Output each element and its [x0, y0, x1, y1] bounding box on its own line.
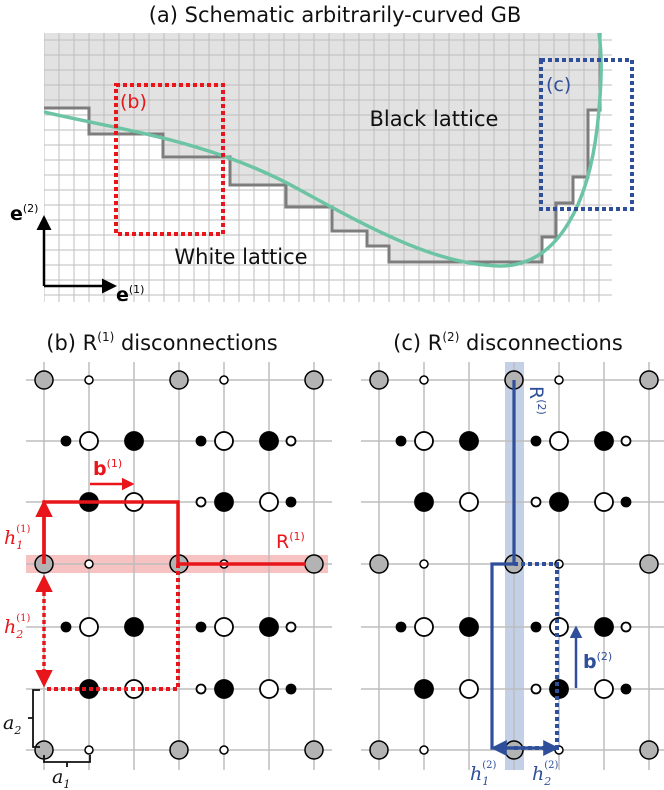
- small-open-site: [84, 745, 94, 755]
- coincidence-site: [304, 554, 324, 574]
- open-atom: [414, 617, 434, 637]
- curved-grain-boundary: [44, 33, 603, 268]
- open-atom: [620, 435, 632, 447]
- filled-atom: [414, 679, 434, 699]
- open-atom: [214, 431, 234, 451]
- filled-atom: [195, 621, 207, 633]
- black-lattice-label: Black lattice: [370, 107, 499, 131]
- h1-label-b: h1(1): [4, 524, 31, 552]
- h1-label-c: h1(2): [470, 760, 497, 788]
- small-open-site: [419, 375, 429, 385]
- filled-atom: [259, 617, 279, 637]
- a2-label: a2: [3, 712, 21, 737]
- coincidence-site: [639, 740, 659, 760]
- panel-a: (a) Schematic arbitrarily-curved GB (b) …: [10, 3, 634, 306]
- filled-atom: [124, 431, 144, 451]
- small-open-site: [554, 375, 564, 385]
- open-atom: [459, 679, 479, 699]
- coincidence-site: [639, 370, 659, 390]
- filled-atom: [620, 683, 632, 695]
- open-atom: [530, 683, 542, 695]
- filled-atom: [285, 496, 297, 508]
- coincidence-site: [304, 370, 324, 390]
- filled-atom: [620, 496, 632, 508]
- open-atom: [79, 617, 99, 637]
- filled-atom: [594, 617, 614, 637]
- open-atom: [195, 496, 207, 508]
- open-atom: [285, 621, 297, 633]
- a2-bracket: [28, 689, 40, 748]
- small-open-site: [219, 745, 229, 755]
- open-atom: [259, 679, 279, 699]
- panel-a-title: (a) Schematic arbitrarily-curved GB: [149, 3, 522, 27]
- burgers-label-c: b(2): [583, 650, 612, 673]
- h2-label-c: h2(2): [532, 760, 559, 788]
- open-atom: [285, 435, 297, 447]
- atoms-b: [34, 370, 324, 760]
- small-open-site: [419, 559, 429, 569]
- coincidence-site: [639, 554, 659, 574]
- filled-atom: [549, 492, 569, 512]
- filled-atom: [214, 679, 234, 699]
- filled-atom: [195, 435, 207, 447]
- a1-bracket: [43, 755, 91, 767]
- open-atom: [195, 683, 207, 695]
- box-b-label: (b): [120, 91, 147, 113]
- filled-atom: [530, 621, 542, 633]
- stepped-boundary: [44, 33, 602, 264]
- filled-atom: [459, 617, 479, 637]
- open-atom: [620, 621, 632, 633]
- coincidence-site: [369, 554, 389, 574]
- open-atom: [530, 496, 542, 508]
- filled-atom: [594, 431, 614, 451]
- small-open-site: [84, 375, 94, 385]
- filled-atom: [530, 435, 542, 447]
- box-c: [539, 58, 634, 211]
- filled-atom: [60, 621, 72, 633]
- panel-c: (c) R(2) disconnections R(2) b(2) h1(2) …: [361, 330, 664, 788]
- filled-atom: [285, 683, 297, 695]
- filled-atom: [259, 431, 279, 451]
- coincidence-site: [369, 740, 389, 760]
- filled-atom: [124, 617, 144, 637]
- open-atom: [594, 492, 614, 512]
- coincidence-site: [169, 740, 189, 760]
- filled-atom: [459, 431, 479, 451]
- filled-atom: [414, 492, 434, 512]
- burgers-label-b: b(1): [93, 457, 122, 480]
- box-b: [114, 83, 225, 236]
- step-label-c: R(2): [525, 386, 548, 415]
- filled-atom: [60, 435, 72, 447]
- a1-label: a1: [52, 766, 70, 790]
- small-open-site: [219, 375, 229, 385]
- open-atom: [259, 492, 279, 512]
- white-lattice-label: White lattice: [174, 245, 307, 269]
- open-atom: [214, 617, 234, 637]
- filled-atom: [395, 435, 407, 447]
- open-atom: [459, 492, 479, 512]
- e1-label: e(1): [116, 283, 144, 306]
- small-open-site: [84, 559, 94, 569]
- e2-label: e(2): [10, 202, 38, 225]
- coincidence-site: [369, 370, 389, 390]
- h2-label-b: h2(1): [4, 613, 31, 641]
- open-atom: [594, 679, 614, 699]
- open-atom: [414, 431, 434, 451]
- small-open-site: [419, 745, 429, 755]
- coincidence-site: [34, 370, 54, 390]
- coincidence-site: [169, 370, 189, 390]
- panel-c-title: (c) R(2) disconnections: [393, 330, 623, 355]
- filled-atom: [395, 621, 407, 633]
- panel-b-title: (b) R(1) disconnections: [46, 330, 277, 355]
- coincidence-site: [304, 740, 324, 760]
- atoms-c: [369, 370, 659, 760]
- box-c-label: (c): [546, 74, 571, 96]
- open-atom: [79, 431, 99, 451]
- lattice-grid: [44, 33, 612, 302]
- panel-b: (b) R(1) disconnections b(1) R(1) h1(1) …: [3, 330, 332, 790]
- step-label-b: R(1): [276, 530, 305, 553]
- filled-atom: [214, 492, 234, 512]
- open-atom: [549, 431, 569, 451]
